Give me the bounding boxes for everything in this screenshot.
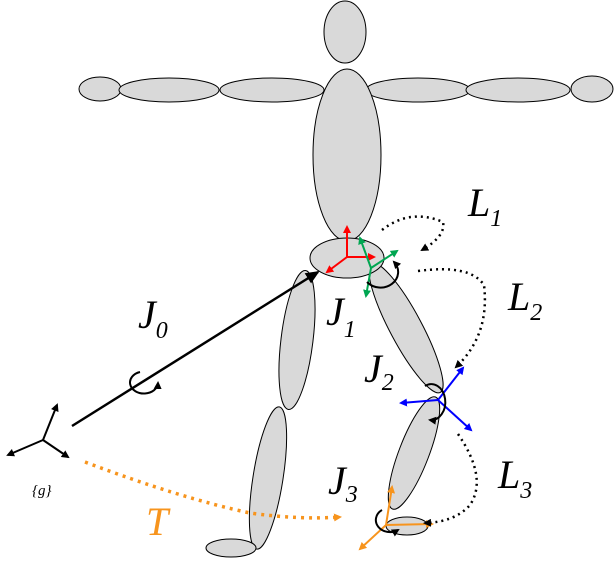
pelvis-frame-red xyxy=(325,225,376,274)
head xyxy=(323,0,367,64)
j2-rotation-icon xyxy=(424,383,447,425)
l3-link-arrow xyxy=(423,433,478,527)
label-j0: J0 xyxy=(138,292,168,344)
right-shank xyxy=(387,396,441,510)
j1-rotation-icon xyxy=(366,260,402,289)
left-shank xyxy=(248,406,288,550)
hip-frame-green xyxy=(358,236,399,298)
left-foot xyxy=(205,538,257,558)
left-hand xyxy=(78,76,122,102)
right-hand xyxy=(570,75,614,103)
torso xyxy=(312,68,382,242)
right-forearm xyxy=(465,77,571,103)
l1-link-arrow xyxy=(381,215,445,252)
j0-vector-arrow xyxy=(71,270,320,428)
j3-rotation-icon xyxy=(374,509,400,537)
label-j1: J1 xyxy=(326,289,356,343)
humanoid-figure xyxy=(78,0,614,558)
label-j3: J3 xyxy=(328,458,358,508)
j0-rotation-icon xyxy=(129,371,162,395)
label-j2: J2 xyxy=(364,346,394,396)
left-forearm xyxy=(118,77,220,103)
t-transform-arrow xyxy=(84,460,342,522)
knee-frame-blue xyxy=(399,366,473,432)
label-l2: L2 xyxy=(507,274,542,326)
global-frame-label: {g} xyxy=(32,483,52,499)
right-upper-arm xyxy=(365,77,471,103)
label-t: T xyxy=(146,499,171,544)
label-l1: L1 xyxy=(467,180,502,232)
left-upper-arm xyxy=(219,77,325,103)
global-frame xyxy=(6,403,70,459)
left-thigh xyxy=(278,269,316,411)
label-l3: L3 xyxy=(497,452,532,504)
